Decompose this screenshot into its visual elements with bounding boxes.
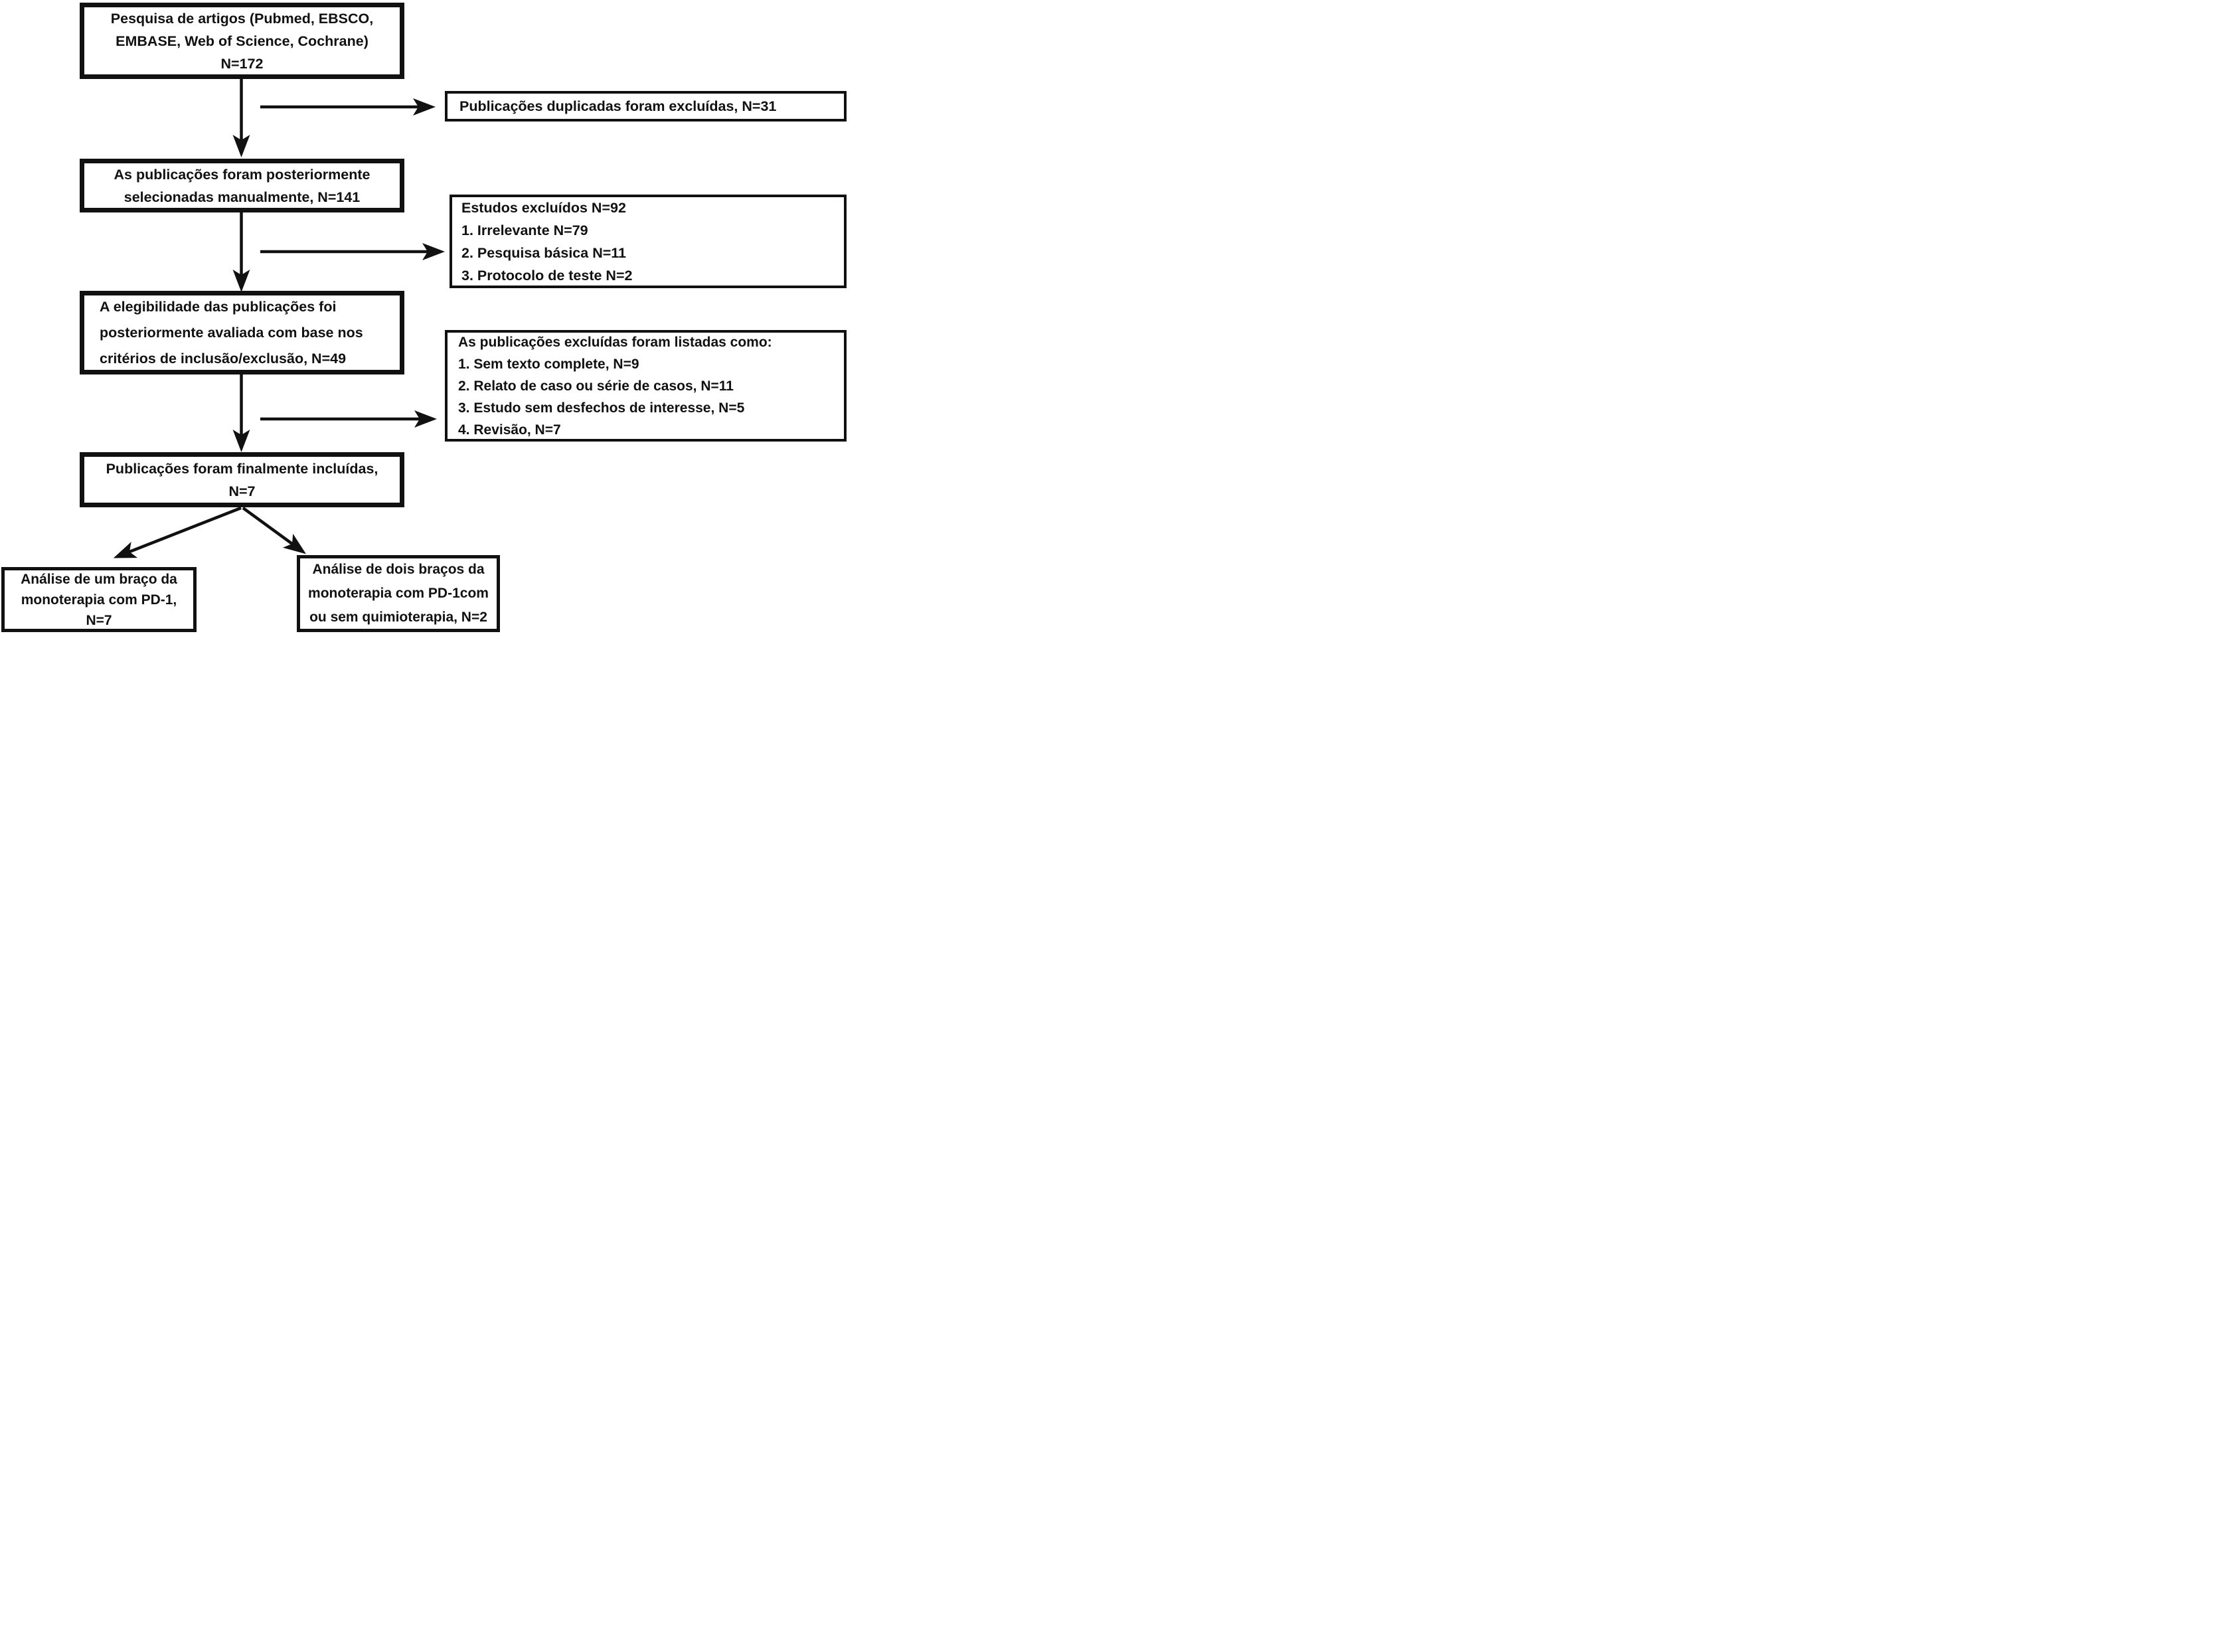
text-line: Pesquisa de artigos (Pubmed, EBSCO, — [110, 10, 374, 27]
box-article-search: Pesquisa de artigos (Pubmed, EBSCO, EMBA… — [80, 3, 404, 79]
text-line: Publicações foram finalmente incluídas, — [106, 460, 378, 477]
text-line: Estudos excluídos N=92 — [461, 199, 626, 216]
text-line: EMBASE, Web of Science, Cochrane) — [116, 33, 369, 49]
text-line: N=7 — [86, 612, 112, 628]
box-excluded-publications-listed: As publicações excluídas foram listadas … — [445, 330, 847, 442]
text-line: 2. Relato de caso ou série de casos, N=1… — [458, 378, 734, 394]
text-line: Publicações duplicadas foram excluídas, … — [459, 98, 777, 114]
text-line: 4. Revisão, N=7 — [458, 422, 561, 438]
text-line: monoterapia com PD-1, — [21, 592, 177, 608]
box-excluded-studies: Estudos excluídos N=92 1. Irrelevante N=… — [450, 195, 847, 288]
text-line: A elegibilidade das publicações foi — [100, 298, 337, 315]
box-two-arm-analysis: Análise de dois braços da monoterapia co… — [297, 555, 500, 632]
box-manually-screened: As publicações foram posteriormente sele… — [80, 159, 404, 212]
text-line: critérios de inclusão/exclusão, N=49 — [100, 350, 347, 367]
prisma-flow-diagram: Pesquisa de artigos (Pubmed, EBSCO, EMBA… — [0, 0, 850, 634]
arrow-to-two-arm — [242, 507, 307, 554]
text-line: monoterapia com PD-1com — [308, 586, 489, 601]
text-line: 2. Pesquisa básica N=11 — [461, 244, 627, 261]
text-line: 1. Irrelevante N=79 — [461, 222, 588, 238]
text-line: As publicações foram posteriormente — [114, 166, 370, 183]
text-line: ou sem quimioterapia, N=2 — [309, 610, 487, 625]
text-line: Análise de um braço da — [21, 571, 177, 587]
text-line: selecionadas manualmente, N=141 — [123, 189, 361, 205]
text-line: As publicações excluídas foram listadas … — [458, 334, 772, 350]
box-duplicates-excluded: Publicações duplicadas foram excluídas, … — [445, 91, 847, 122]
box-single-arm-analysis: Análise de um braço da monoterapia com P… — [1, 567, 197, 632]
text-line: N=7 — [228, 483, 256, 499]
arrow-to-single-arm — [113, 506, 242, 558]
box-eligibility-assessed: A elegibilidade das publicações foi post… — [80, 291, 404, 374]
box-finally-included: Publicações foram finalmente incluídas, … — [80, 452, 404, 507]
text-line: N=172 — [220, 55, 264, 72]
text-line: 3. Estudo sem desfechos de interesse, N=… — [458, 400, 745, 416]
text-line: 1. Sem texto complete, N=9 — [458, 356, 639, 372]
text-line: Análise de dois braços da — [312, 562, 485, 577]
text-line: 3. Protocolo de teste N=2 — [461, 267, 633, 284]
text-line: posteriormente avaliada com base nos — [100, 324, 363, 341]
